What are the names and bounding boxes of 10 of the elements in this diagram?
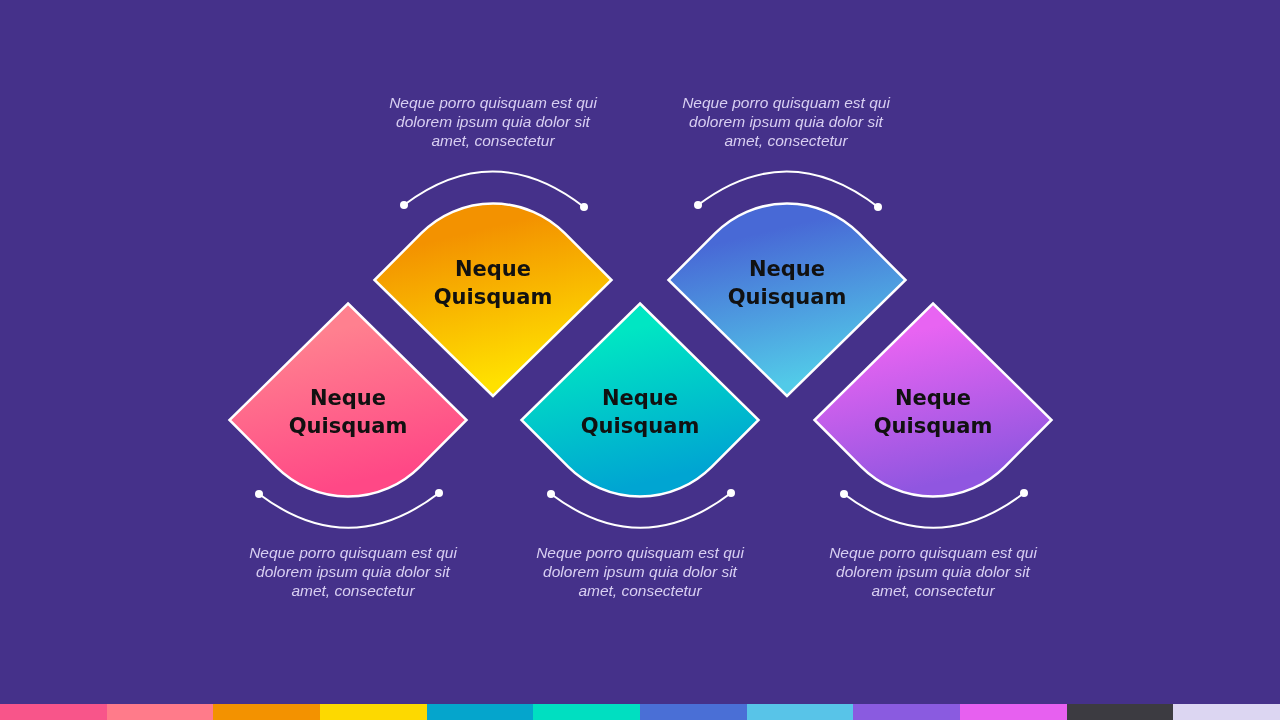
caption-text: Neque porro quisquam est qui dolorem ipsum quia dolor sit amet, consectetur xyxy=(681,93,892,150)
node-title: Neque Quisquam xyxy=(580,385,700,440)
node-title: Neque Quisquam xyxy=(288,385,408,440)
node-title: Neque Quisquam xyxy=(727,256,847,311)
caption-text: Neque porro quisquam est qui dolorem ipsum quia dolor sit amet, consectetur xyxy=(248,543,459,600)
caption-text: Neque porro quisquam est qui dolorem ipsum quia dolor sit amet, consectetur xyxy=(828,543,1039,600)
node-title: Neque Quisquam xyxy=(433,256,553,311)
node-title: Neque Quisquam xyxy=(873,385,993,440)
caption-text: Neque porro quisquam est qui dolorem ipsum quia dolor sit amet, consectetur xyxy=(388,93,599,150)
caption-text: Neque porro quisquam est qui dolorem ipsum quia dolor sit amet, consectetur xyxy=(535,543,746,600)
